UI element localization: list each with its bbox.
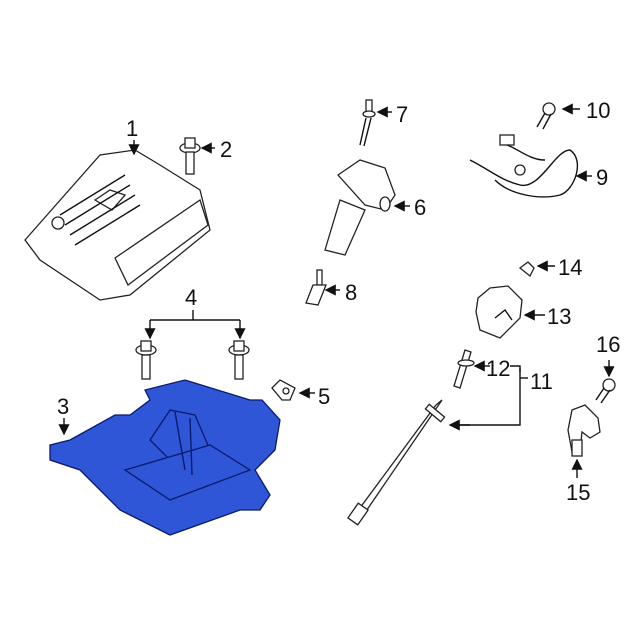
callout-4: 4: [185, 285, 197, 310]
bolt-part-16[interactable]: [595, 378, 616, 404]
sensor-harness-part-9[interactable]: [469, 134, 579, 198]
clip-nut-part-5[interactable]: [271, 379, 296, 401]
callout-7: 7: [396, 102, 408, 127]
bolt-part-4-right[interactable]: [228, 340, 250, 380]
callout-13: 13: [547, 304, 571, 329]
ecu-bracket-part-highlighted[interactable]: [49, 379, 281, 536]
stud-bolt-part-7[interactable]: [359, 99, 376, 147]
ecu-module-part[interactable]: [24, 149, 211, 301]
bolt-part-2[interactable]: [179, 137, 201, 175]
bolt-part-4-left[interactable]: [135, 340, 157, 380]
callout-10: 10: [586, 98, 610, 123]
spark-plug-part-8[interactable]: [305, 269, 327, 306]
callout-9: 9: [596, 165, 608, 190]
callout-14: 14: [558, 255, 582, 280]
callout-6: 6: [414, 195, 426, 220]
stud-part-12[interactable]: [453, 349, 475, 389]
callout-2: 2: [220, 137, 232, 162]
sensor-part-15[interactable]: [567, 404, 601, 457]
callout-16: 16: [596, 332, 620, 357]
callout-3: 3: [57, 394, 69, 419]
shaft-part-11[interactable]: [347, 399, 446, 526]
callout-8: 8: [345, 280, 357, 305]
bolt-part-10[interactable]: [536, 102, 556, 130]
clip-part-14[interactable]: [518, 261, 535, 278]
callout-15: 15: [566, 480, 590, 505]
ignition-coil-part-6[interactable]: [324, 159, 396, 256]
cover-part-13[interactable]: [475, 285, 523, 339]
callout-1: 1: [126, 116, 138, 141]
callout-11: 11: [530, 369, 553, 394]
callout-12: 12: [486, 356, 510, 381]
callout-5: 5: [318, 384, 330, 409]
